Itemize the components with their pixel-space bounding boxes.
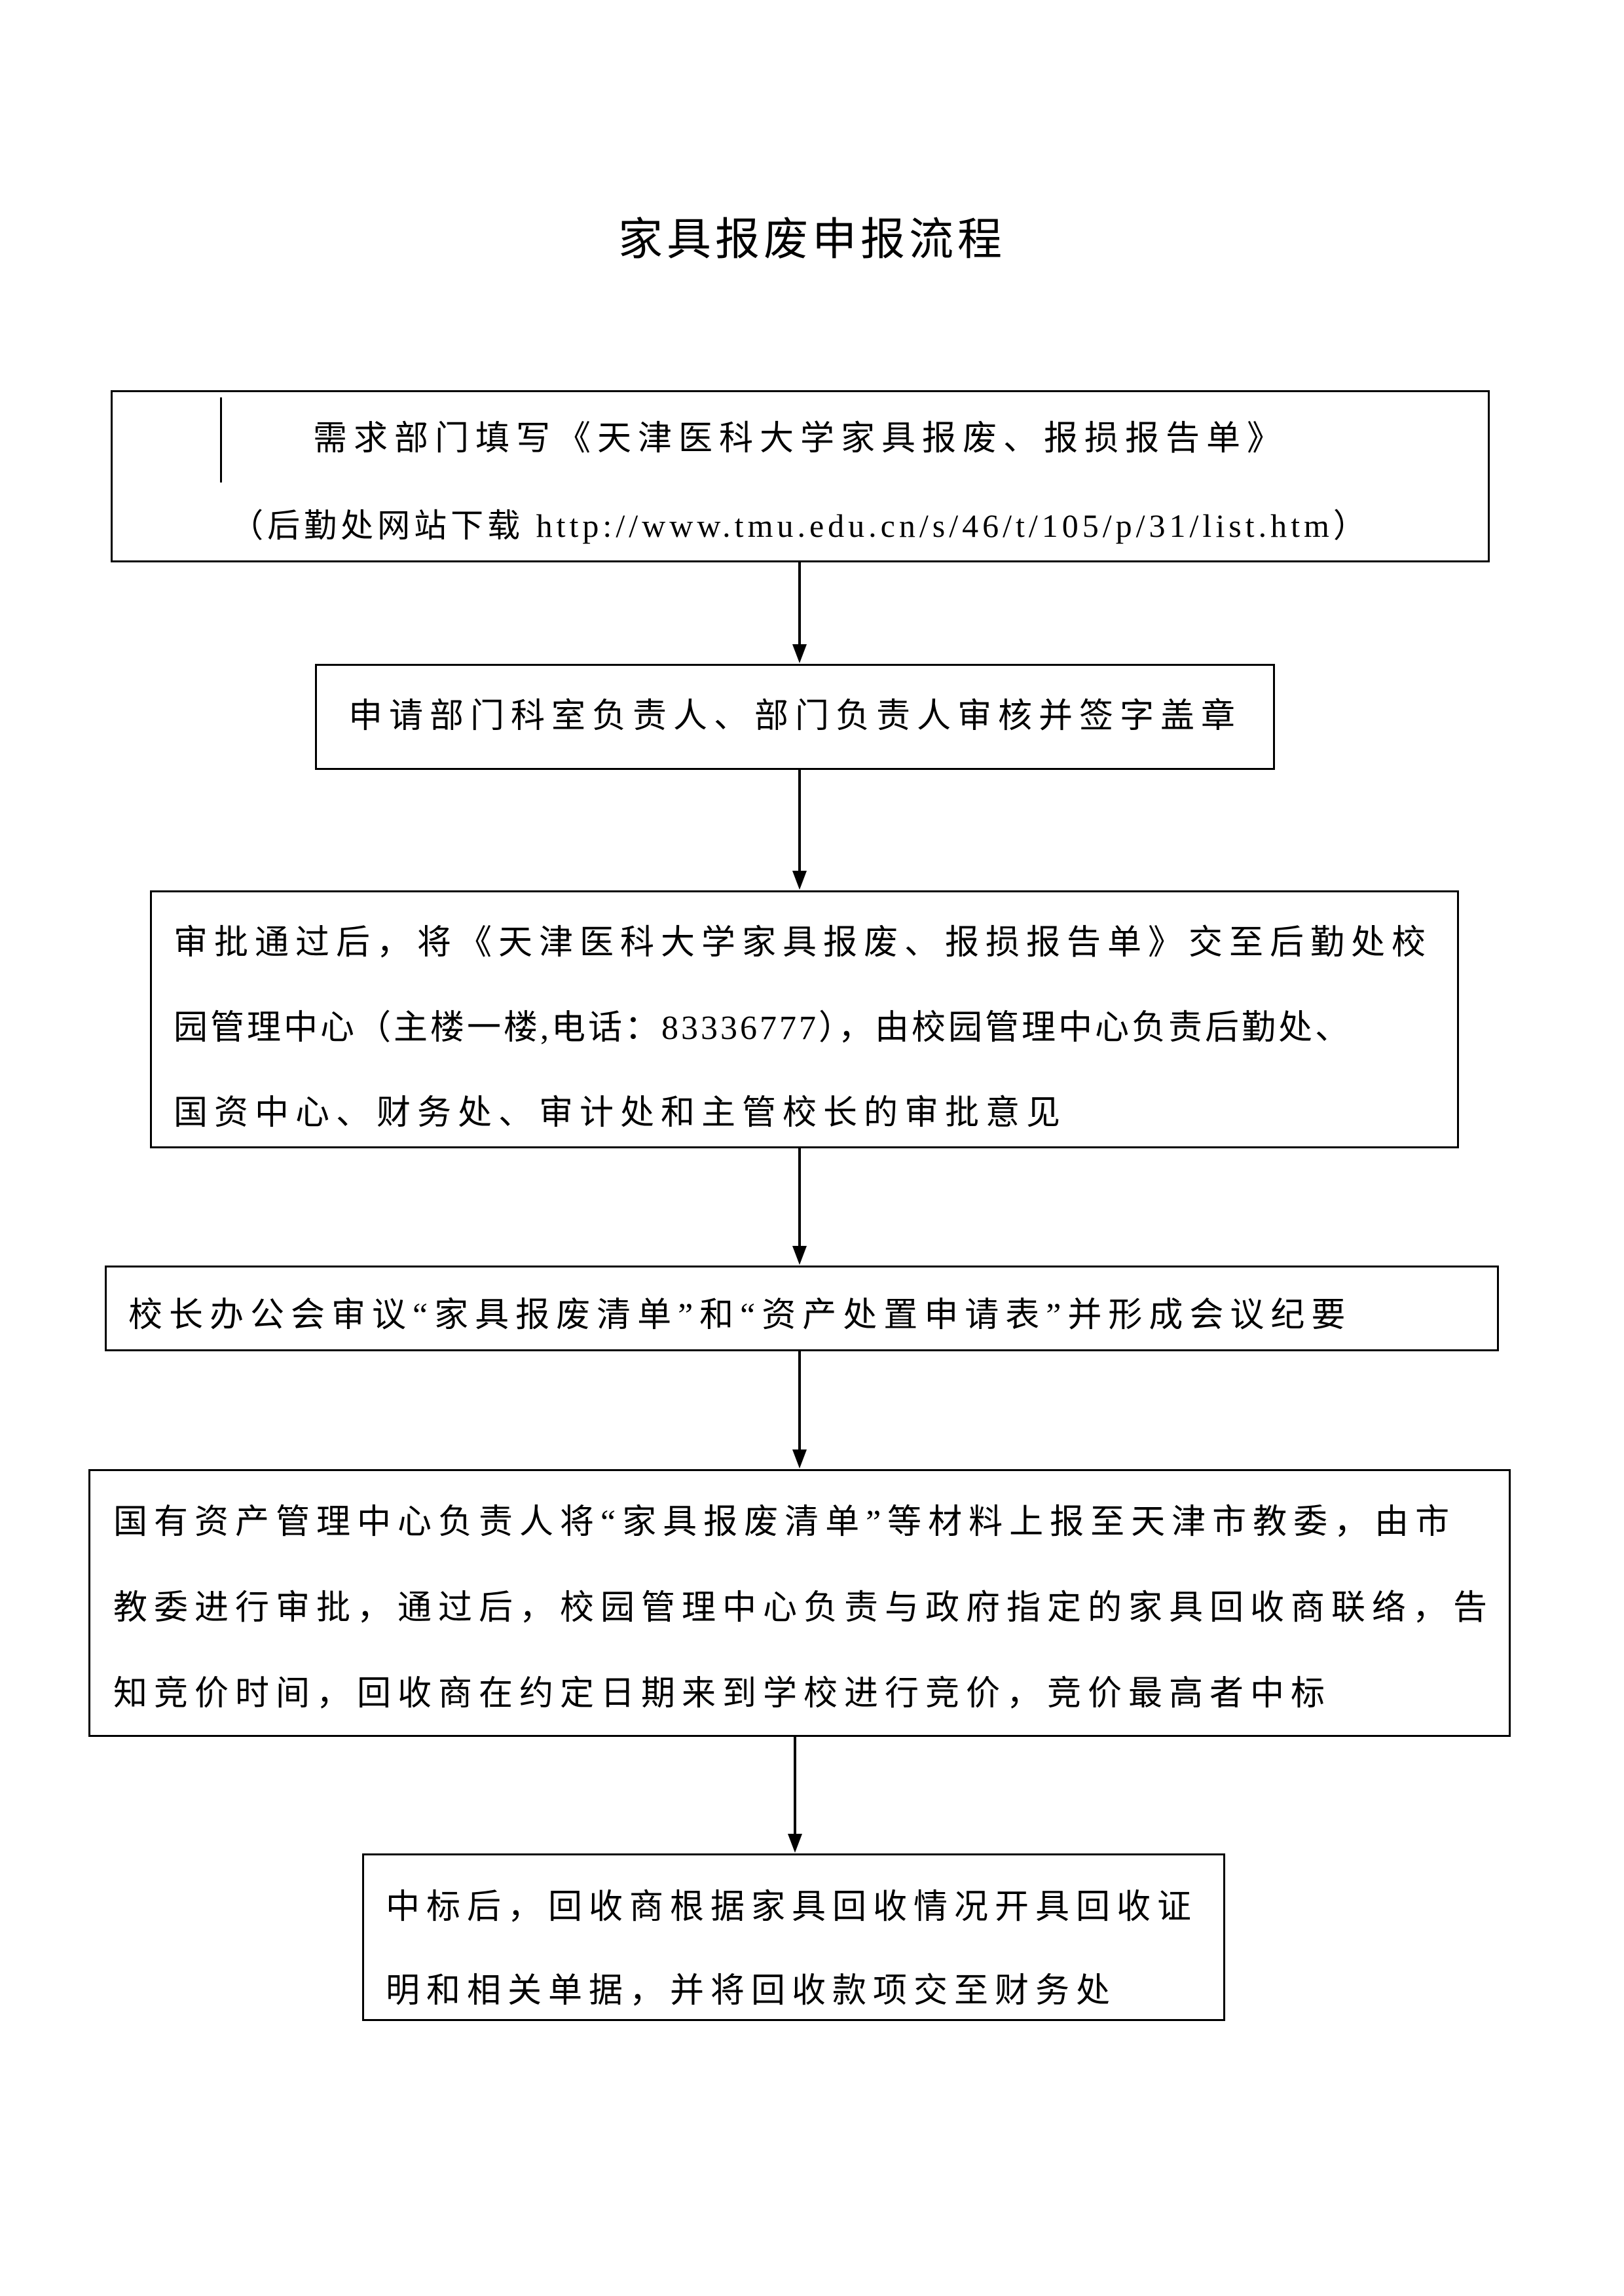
step-5-line-2: 教委进行审批，通过后，校园管理中心负责与政府指定的家具回收商联络，告 xyxy=(113,1590,1494,1627)
arrow-5 xyxy=(788,1737,802,1853)
step-6-line-2: 明和相关单据，并将回收款项交至财务处 xyxy=(386,1973,1117,2010)
step-box-6: 中标后，回收商根据家具回收情况开具回收证 明和相关单据，并将回收款项交至财务处 xyxy=(362,1853,1225,2021)
step-4-line-1: 校长办公会审议“家具报废清单”和“资产处置申请表”并形成会议纪要 xyxy=(128,1297,1352,1334)
step-3-line-1: 审批通过后，将《天津医科大学家具报废、报损报告单》交至后勤处校 xyxy=(174,924,1433,962)
step-box-3: 审批通过后，将《天津医科大学家具报废、报损报告单》交至后勤处校 园管理中心（主楼… xyxy=(150,890,1459,1148)
vertical-rule xyxy=(220,397,222,483)
arrow-2 xyxy=(792,770,807,890)
arrow-1 xyxy=(792,562,807,663)
step-3-line-2: 园管理中心（主楼一楼,电话：83336777），由校园管理中心负责后勤处、 xyxy=(174,1010,1352,1047)
step-3-line-3: 国资中心、财务处、审计处和主管校长的审批意见 xyxy=(174,1095,1067,1132)
step-1-line-1: 需求部门填写《天津医科大学家具报废、报损报告单》 xyxy=(312,420,1287,458)
arrow-4 xyxy=(792,1351,807,1468)
step-5-line-1: 国有资产管理中心负责人将“家具报废清单”等材料上报至天津市教委，由市 xyxy=(113,1504,1456,1541)
step-1-line-2: （后勤处网站下载 http://www.tmu.edu.cn/s/46/t/10… xyxy=(231,507,1370,544)
step-box-5: 国有资产管理中心负责人将“家具报废清单”等材料上报至天津市教委，由市 教委进行审… xyxy=(88,1469,1511,1737)
step-5-line-3: 知竞价时间，回收商在约定日期来到学校进行竞价，竞价最高者中标 xyxy=(113,1675,1332,1713)
step-2-line-1: 申请部门科室负责人、部门负责人审核并签字盖章 xyxy=(348,698,1242,735)
step-6-line-1: 中标后，回收商根据家具回收情况开具回收证 xyxy=(386,1889,1198,1926)
step-box-2: 申请部门科室负责人、部门负责人审核并签字盖章 xyxy=(315,664,1275,770)
arrow-3 xyxy=(792,1148,807,1265)
page-title: 家具报废申报流程 xyxy=(618,214,1006,266)
step-box-4: 校长办公会审议“家具报废清单”和“资产处置申请表”并形成会议纪要 xyxy=(105,1266,1499,1351)
step-box-1: 需求部门填写《天津医科大学家具报废、报损报告单》 （后勤处网站下载 http:/… xyxy=(111,390,1490,562)
